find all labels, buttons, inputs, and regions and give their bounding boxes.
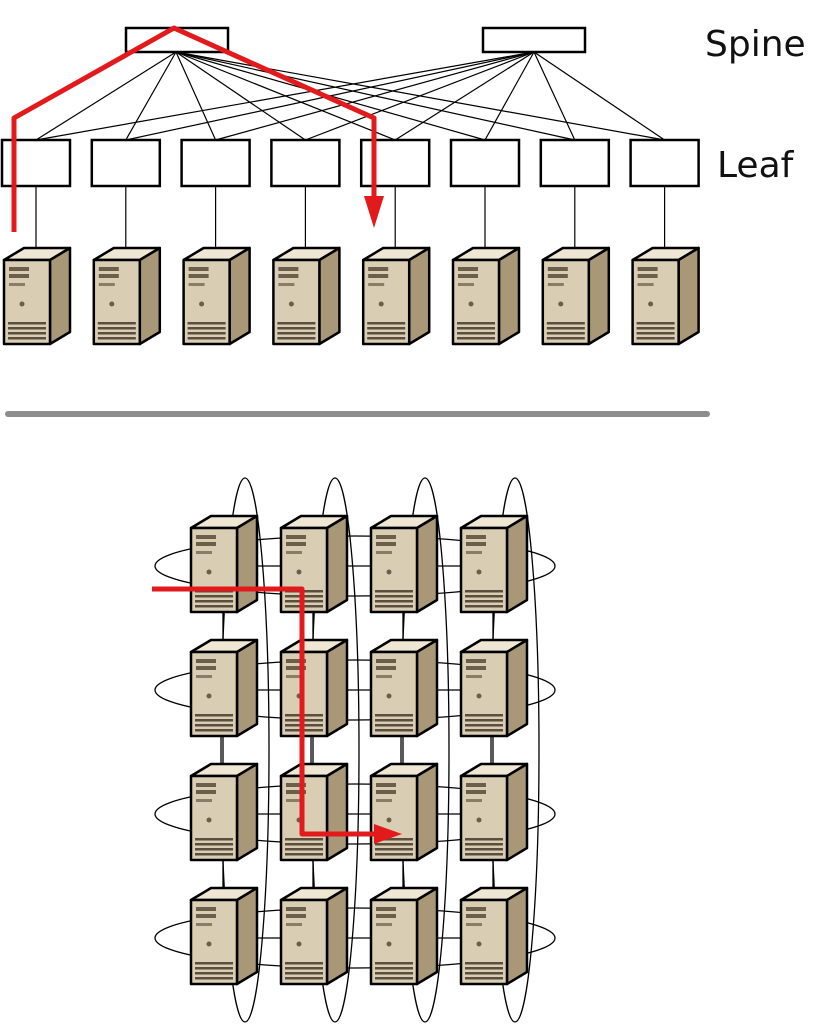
server-icon <box>272 246 341 346</box>
spine-leaf-link <box>175 51 306 141</box>
leaf-switch-2 <box>90 138 162 188</box>
spine-leaf-link <box>125 51 177 141</box>
spine-leaf-link <box>533 51 576 141</box>
torus-column-wrap-link <box>490 477 540 1023</box>
leaf-switch-8 <box>629 138 700 188</box>
server-icon <box>189 514 259 614</box>
leaf-switch-5 <box>359 138 431 188</box>
spine-leaf-link <box>305 51 535 141</box>
server-icon <box>189 762 259 862</box>
leaf-switch-6 <box>449 138 521 188</box>
server-icon <box>459 762 529 862</box>
server-icon <box>189 886 259 986</box>
torus-grid-links <box>222 565 494 939</box>
server-icon <box>279 514 349 614</box>
leaf-server-links <box>35 186 666 252</box>
torus-row-wrap-link <box>154 783 556 845</box>
server-icon <box>369 638 439 738</box>
spine-leaf-link <box>215 51 535 141</box>
spine-leaf-link <box>175 51 217 141</box>
server-icon <box>369 762 439 862</box>
spine-leaf-link <box>394 51 535 141</box>
server-icon <box>541 246 611 346</box>
spine-leaf-links <box>35 51 665 141</box>
leaf-spine-route <box>11 25 384 232</box>
torus-route-arrow-icon <box>374 824 402 844</box>
torus-column-wrap-link <box>400 477 450 1023</box>
server-icon <box>369 514 439 614</box>
spine-switch-2 <box>481 26 587 54</box>
route-path <box>11 25 377 232</box>
torus-wraparound-links <box>154 477 556 1023</box>
torus-row-wrap-link <box>154 659 556 721</box>
server-icon <box>631 246 700 346</box>
server-icon <box>92 246 162 346</box>
leaf-switch-row <box>0 138 700 188</box>
leaf-server-row <box>2 246 700 346</box>
spine-leaf-link <box>35 51 177 141</box>
spine-leaf-link <box>35 51 535 141</box>
leaf-switch-7 <box>539 138 611 188</box>
torus-route-path <box>152 586 380 837</box>
server-icon <box>451 246 521 346</box>
torus-route <box>152 586 402 844</box>
leaf-switch-3 <box>180 138 251 188</box>
server-icon <box>459 638 529 738</box>
torus-column-wrap-link <box>220 477 270 1023</box>
server-icon <box>2 246 72 346</box>
server-icon <box>279 638 349 738</box>
leaf-label: Leaf <box>717 145 795 186</box>
server-icon <box>369 886 439 986</box>
spine-leaf-link <box>484 51 535 141</box>
server-icon <box>189 638 259 738</box>
server-icon <box>279 762 349 862</box>
route-arrow-icon <box>364 196 384 228</box>
server-icon <box>182 246 251 346</box>
torus-column-wrap-link <box>310 477 360 1023</box>
server-icon <box>459 886 529 986</box>
leaf-switch-4 <box>270 138 341 188</box>
spine-label: Spine <box>705 24 806 65</box>
spine-leaf-link <box>533 51 665 141</box>
server-icon <box>361 246 431 346</box>
server-icon <box>459 514 529 614</box>
server-icon <box>279 886 349 986</box>
